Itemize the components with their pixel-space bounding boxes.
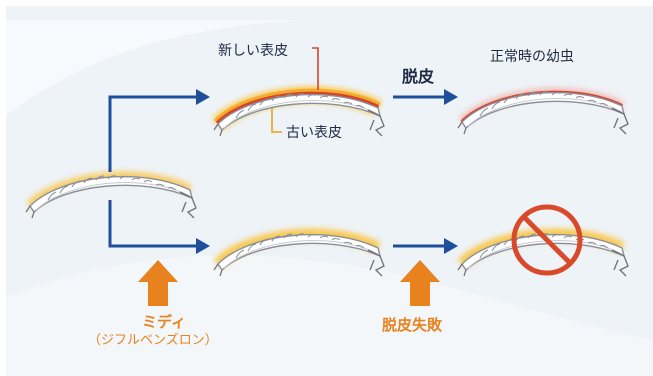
branch-arrow-upper [108,95,200,172]
larva-new-cuticle [212,86,385,137]
molting-failure-label: 脱皮失敗 [382,316,443,334]
branch-arrow-lower-head [196,238,210,254]
larva-normal [457,88,629,135]
larva-treated [213,228,385,277]
molting-arrow-head [444,89,458,105]
background-panel [6,6,653,376]
larva-initial [25,171,197,219]
molting-label: 脱皮 [402,67,435,86]
mite-up-arrow [138,260,178,306]
new-cuticle-label: 新しい表皮 [218,43,288,59]
failure-up-arrow [400,260,440,306]
old-cuticle-callout-line [271,108,282,133]
old-cuticle-label: 古い表皮 [286,125,342,141]
prohibit-icon [511,204,583,276]
failure-arrow-head [444,238,458,254]
mite-name-label: ミディ [142,313,186,331]
branch-arrow-upper-head [196,89,210,105]
mite-compound-label: （ジフルベンズロン） [88,333,218,348]
new-cuticle-callout-line [312,47,319,90]
branch-arrow-lower [108,200,200,248]
normal-larva-label: 正常時の幼虫 [490,49,574,65]
larva-failed [457,228,629,277]
